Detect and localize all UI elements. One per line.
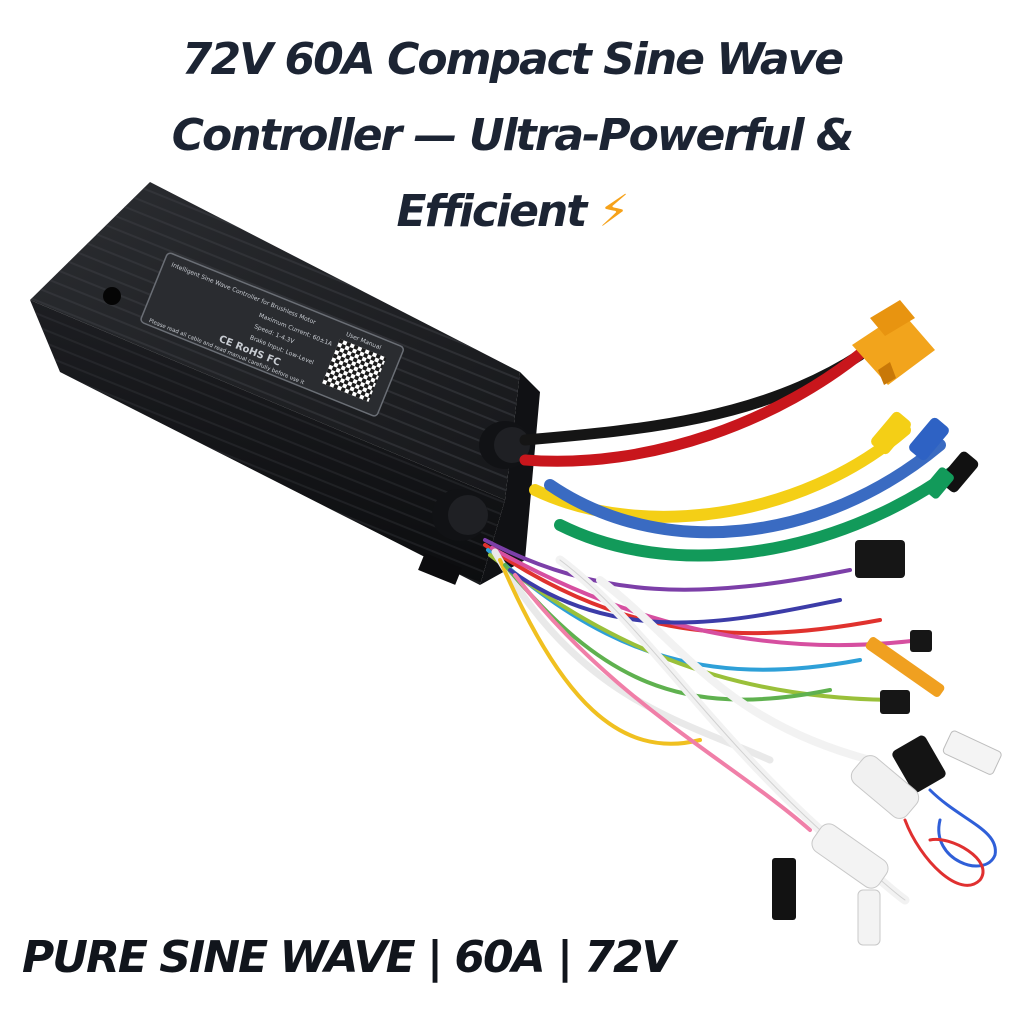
phase-connector-icons [871,411,979,499]
headline-line-2: Controller — Ultra-Powerful & [171,110,855,161]
tagline: PURE SINE WAVE | 60A | 72V [22,932,676,983]
battery-cables [519,344,871,467]
cable-glands [418,421,531,585]
signal-harness [483,538,922,832]
headline: 72V 60A Compact Sine Wave Controller — U… [0,22,1024,250]
phase-cables [529,424,961,562]
qr-code-icon [322,338,387,402]
headline-line-1: 72V 60A Compact Sine Wave [181,34,844,85]
lightning-bolt-icon: ⚡ [598,186,630,237]
signal-connector-icons [772,540,1002,946]
screw-icon [103,287,121,305]
headline-line-3-text: Efficient [396,186,587,237]
headline-line-3: Efficient ⚡ [0,174,1024,250]
xt-connector-icon [852,300,935,385]
loop-wires [903,788,997,887]
